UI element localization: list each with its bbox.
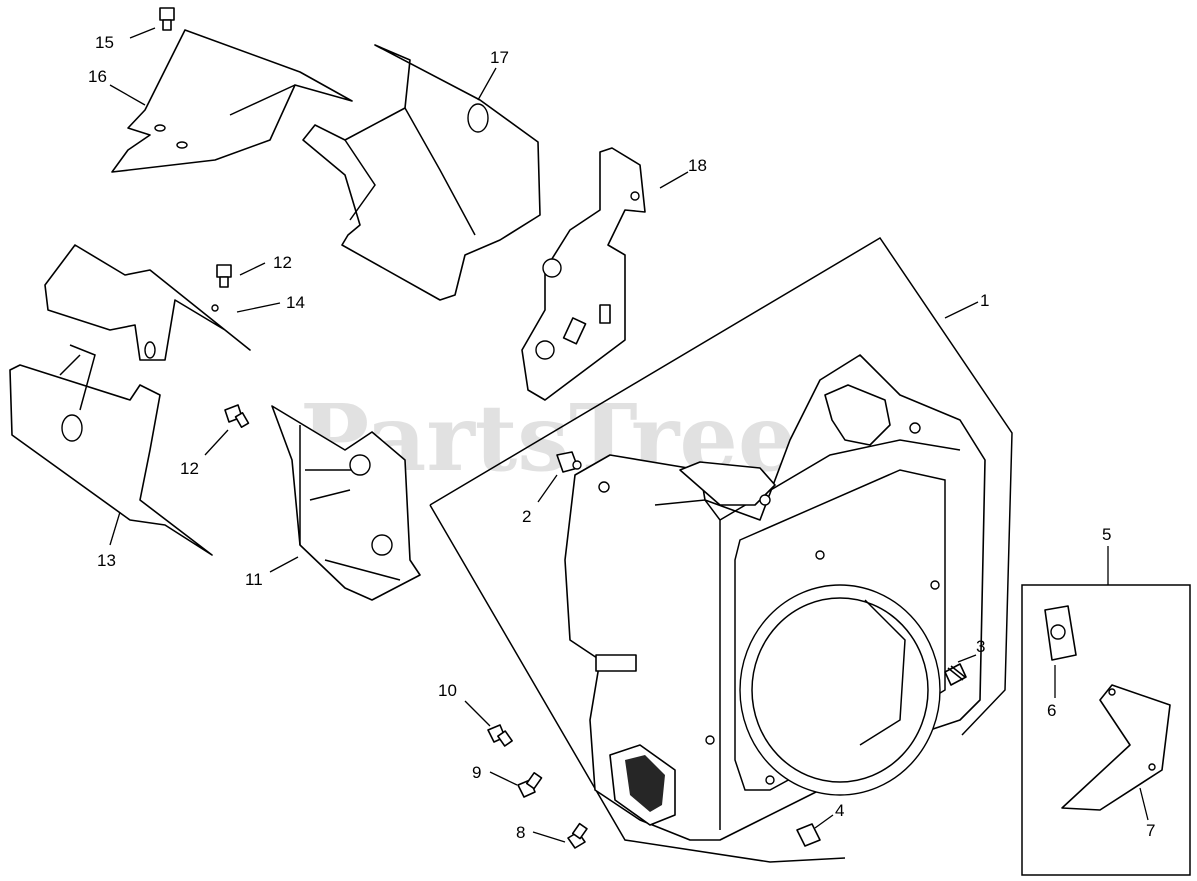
part-14-bracket[interactable] — [44, 244, 281, 361]
callout-18: 18 — [688, 156, 707, 175]
callout-16: 16 — [88, 67, 107, 86]
callout-9: 9 — [472, 763, 481, 782]
callout-6: 6 — [1047, 701, 1056, 720]
part-5-kit-box[interactable] — [1021, 546, 1191, 876]
part-13-shield[interactable] — [9, 344, 213, 556]
callout-13: 13 — [97, 551, 116, 570]
part-12-screw-lower[interactable] — [204, 404, 250, 456]
callout-labels: 1 2 3 4 5 6 7 8 9 10 11 12 12 13 14 15 1… — [88, 33, 1155, 842]
part-18-bracket[interactable] — [521, 147, 689, 401]
callout-5: 5 — [1102, 525, 1111, 544]
part-11-baffle[interactable] — [269, 405, 421, 601]
callout-15: 15 — [95, 33, 114, 52]
callout-2: 2 — [522, 507, 531, 526]
part-17-shroud[interactable] — [302, 44, 541, 301]
part-4-nut[interactable] — [796, 814, 834, 847]
callout-17: 17 — [490, 48, 509, 67]
part-6-clip[interactable] — [1044, 605, 1077, 698]
callout-1: 1 — [980, 291, 989, 310]
part-7-gasket[interactable] — [1061, 684, 1171, 821]
part-10-screw[interactable] — [464, 700, 513, 747]
callout-8: 8 — [516, 823, 525, 842]
part-9-screw[interactable] — [489, 771, 543, 798]
part-8-screw[interactable] — [532, 822, 588, 849]
part-1-blower-housing[interactable] — [429, 236, 1013, 863]
part-12-screw-upper[interactable] — [216, 262, 266, 288]
callout-11: 11 — [245, 570, 263, 589]
part-16-shield[interactable] — [109, 29, 353, 173]
part-15-screw[interactable] — [129, 7, 175, 39]
part-2-clip-nut[interactable] — [537, 451, 582, 503]
callout-12-lower: 12 — [180, 459, 199, 478]
callout-3: 3 — [976, 637, 985, 656]
callout-7: 7 — [1146, 821, 1155, 840]
callout-10: 10 — [438, 681, 457, 700]
callout-4: 4 — [835, 801, 844, 820]
callout-12-upper: 12 — [273, 253, 292, 272]
part-3-stud[interactable] — [944, 654, 977, 686]
callout-14: 14 — [286, 293, 305, 312]
